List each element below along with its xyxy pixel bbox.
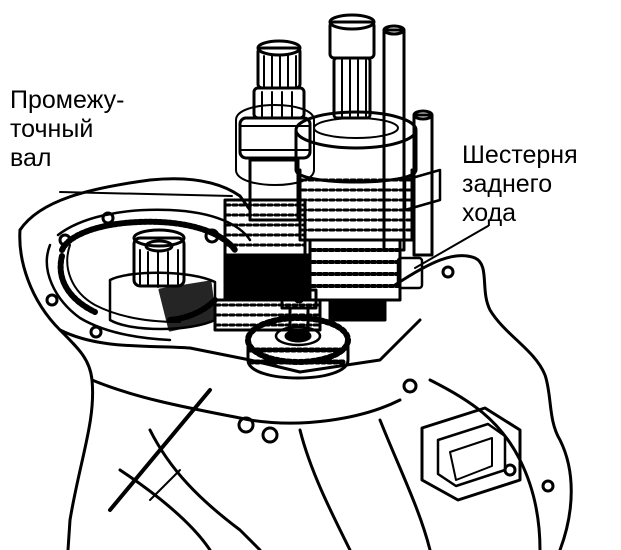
gearbox-housing — [18, 177, 573, 550]
reverse-gear-leader-line — [414, 225, 489, 269]
countershaft-label: Промежу- точный вал — [10, 86, 125, 172]
main-shaft — [294, 13, 418, 322]
reverse-idler-gear — [245, 255, 351, 380]
reverse-gear-label: Шестерня заднего хода — [462, 141, 578, 227]
countershaft — [213, 39, 322, 332]
shift-rod — [382, 24, 442, 290]
differential-shaft — [108, 228, 217, 332]
countershaft-leader-line — [59, 191, 233, 197]
housing-cover — [420, 406, 522, 502]
